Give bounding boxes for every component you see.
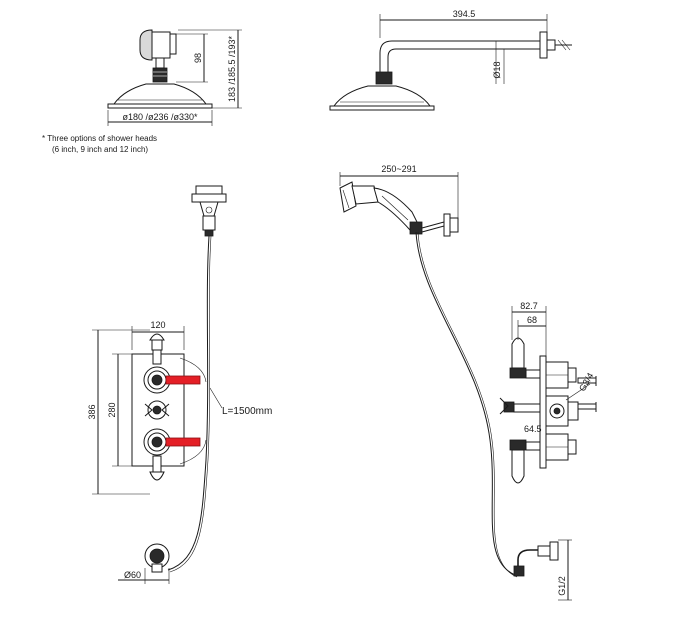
dim-outlet-depth: 64.5 xyxy=(524,424,542,434)
dim-arm-length: 394.5 xyxy=(453,9,476,19)
dim-valve-height-outer: 386 xyxy=(87,404,97,419)
dim-depth-inner: 68 xyxy=(527,315,537,325)
valve-side-view: 82.7 68 G3/4 64.5 xyxy=(499,301,597,484)
note-line-1: * Three options of shower heads xyxy=(42,134,157,143)
dim-outlet-thread: G1/2 xyxy=(557,576,567,596)
shower-arm-side-view: 394.5 Ø18 xyxy=(329,9,572,111)
dim-head-diameters: ø180 /ø236 /ø330* xyxy=(122,112,198,122)
dim-valve-height-inner: 280 xyxy=(107,402,117,417)
hose-length-label: L=1500mm xyxy=(222,406,272,417)
dim-handset-span: 250~291 xyxy=(381,164,416,174)
wall-outlet-front-view: Ø60 xyxy=(118,543,170,584)
handset-side-view: 250~291 xyxy=(339,164,518,578)
shower-head-front-view: 98 183 /185.5 /193* ø180 /ø236 /ø330* xyxy=(107,29,242,126)
handset-front-view xyxy=(167,185,227,573)
dim-arm-diameter: Ø18 xyxy=(492,61,502,78)
wall-outlet-side-view: G1/2 xyxy=(513,539,572,601)
red-handle-bottom xyxy=(165,437,201,447)
valve-front-view: 120 386 280 xyxy=(87,320,207,495)
note-line-2: (6 inch, 9 inch and 12 inch) xyxy=(52,145,148,154)
red-handle-top xyxy=(165,375,201,385)
dim-head-total: 183 /185.5 /193* xyxy=(227,35,237,102)
dim-head-height: 98 xyxy=(193,53,203,63)
dim-valve-width: 120 xyxy=(150,320,165,330)
dim-depth-outer: 82.7 xyxy=(520,301,538,311)
dim-outlet-diameter: Ø60 xyxy=(124,570,141,580)
